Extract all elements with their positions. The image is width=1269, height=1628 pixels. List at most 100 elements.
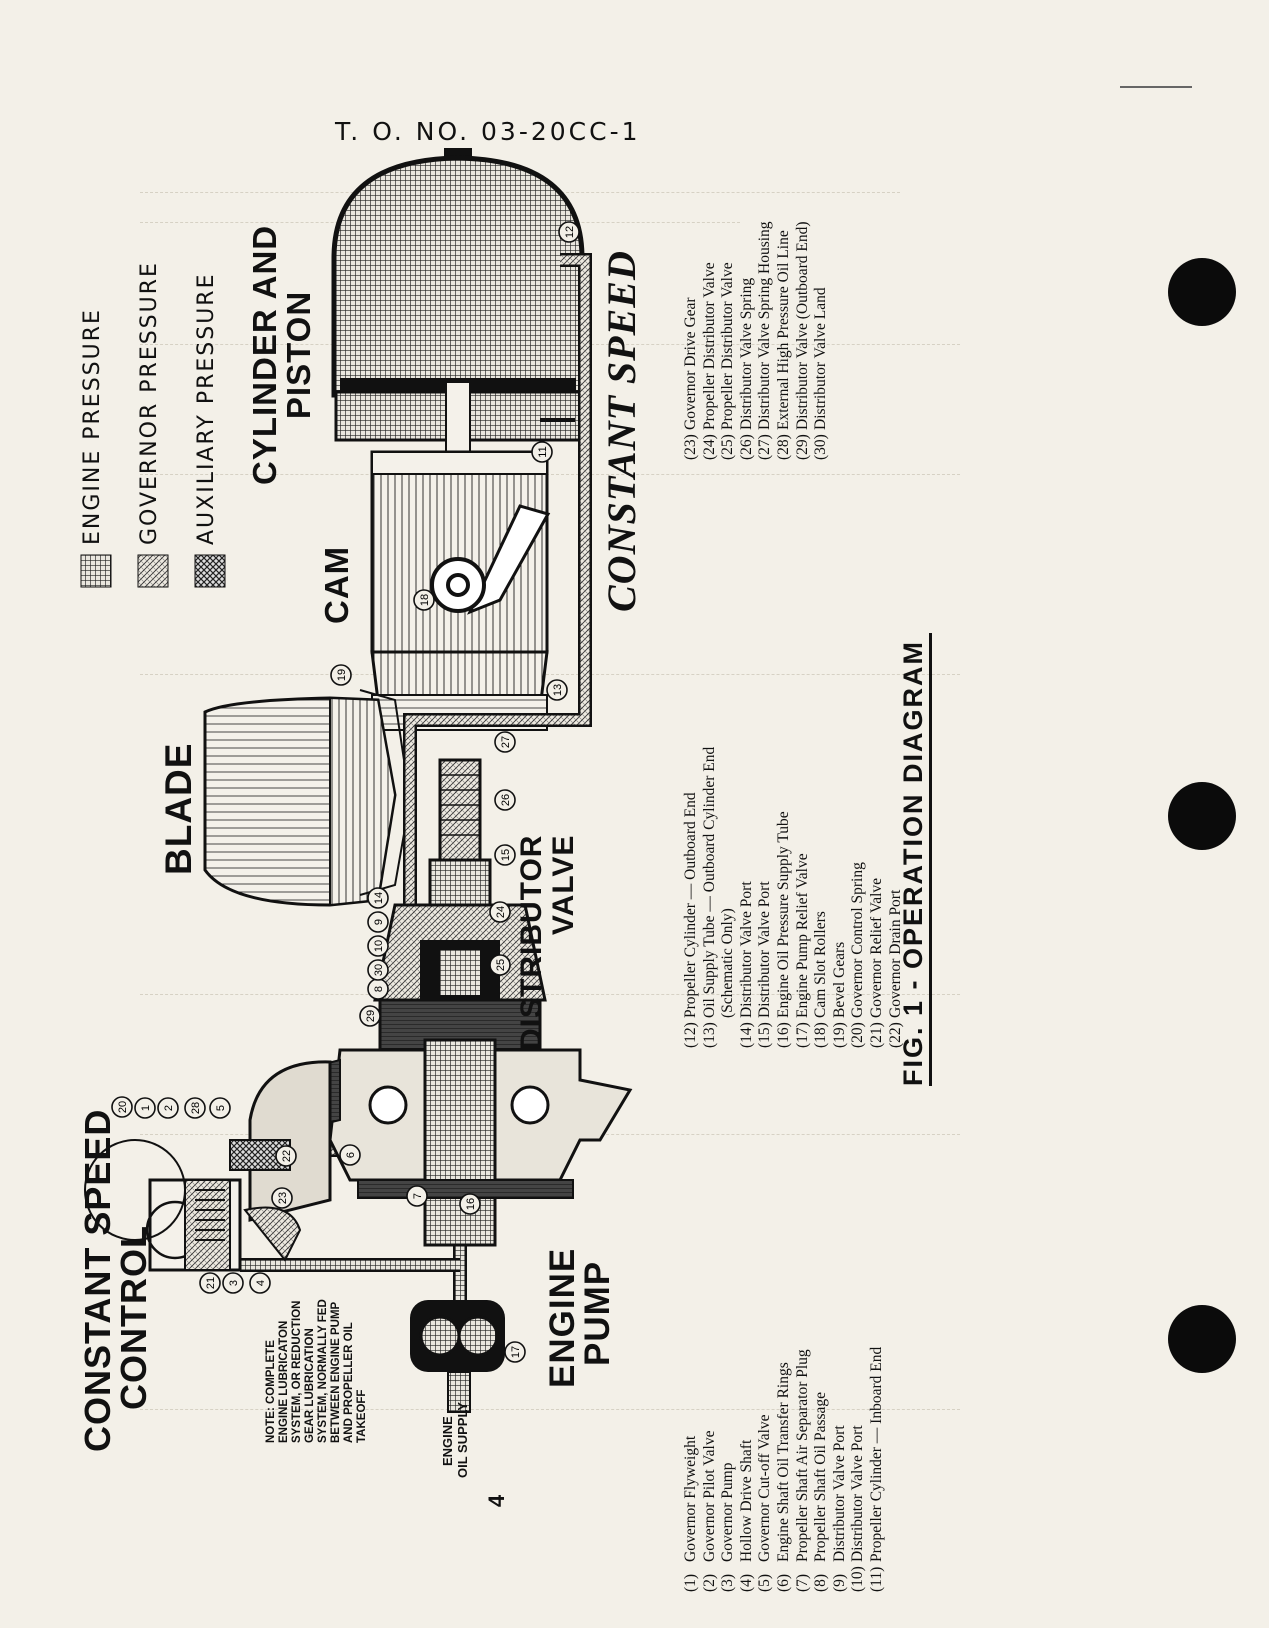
parts-list-item: (16)Engine Oil Pressure Supply Tube: [775, 747, 794, 1048]
label-engine-pump-line1: ENGINE: [543, 1247, 582, 1388]
callout-number: 26: [500, 794, 512, 806]
callout-number: 5: [215, 1105, 227, 1111]
callout-27: 27: [494, 731, 516, 753]
binder-hole-top: [1168, 258, 1236, 326]
part-number: (21): [867, 1022, 885, 1048]
note-line: ENGINE LUBRICATON: [278, 1320, 290, 1443]
callout-number: 2: [163, 1105, 175, 1111]
part-number: (13): [700, 1022, 718, 1048]
label-cam: CAM: [318, 545, 355, 624]
callout-number: 18: [419, 594, 431, 606]
callout-25: 25: [489, 954, 511, 976]
part-number: (12): [682, 1022, 699, 1048]
part-name: Propeller Cylinder — Inboard End: [867, 1346, 885, 1562]
parts-list-item: (21)Governor Relief Valve: [868, 747, 887, 1048]
label-engine-oil-supply-line2: OIL SUPPLY: [455, 1402, 470, 1478]
callout-3: 3: [222, 1272, 244, 1294]
label-constant-speed-control: CONSTANT SPEED CONTROL: [77, 1108, 154, 1452]
part-number: (18): [812, 1022, 830, 1048]
parts-list-item: (18)Cam Slot Rollers: [812, 747, 831, 1048]
label-valve-line: VALVE: [547, 834, 580, 936]
part-name: Distributor Valve Port: [756, 881, 774, 1018]
label-distributor-valve: DISTRIBUTOR VALVE: [515, 834, 580, 1050]
legend-swatches: [80, 554, 226, 588]
label-engine-oil-supply: ENGINE OIL SUPPLY: [440, 1402, 470, 1478]
callout-number: 21: [205, 1277, 217, 1289]
legend-label-auxiliary: AUXILIARY PRESSURE: [194, 272, 219, 546]
parts-list-item: (25) Propeller Distributor Valve: [719, 221, 738, 460]
part-number: (14): [737, 1022, 755, 1048]
callout-number: 14: [373, 892, 385, 904]
part-number: (17): [793, 1022, 811, 1048]
note-line: SYSTEM, OR REDUCTION: [291, 1300, 303, 1443]
part-name: Distributor Valve Land: [812, 287, 830, 430]
callout-9: 9: [367, 911, 389, 933]
callout-number: 4: [255, 1280, 267, 1286]
part-number: (5): [756, 1573, 774, 1592]
part-name: Propeller Cylinder — Outboard End: [682, 792, 699, 1018]
part-number: (23): [682, 434, 699, 460]
parts-list-item: (26)Distributor Valve Spring: [738, 221, 757, 460]
caption-underline: [929, 633, 932, 1086]
note-line: GEAR LUBRICATION: [304, 1328, 316, 1443]
callout-number: 20: [117, 1101, 129, 1113]
callout-29: 29: [359, 1005, 381, 1027]
parts-list-item: (8)Propeller Shaft Oil Passage: [812, 1347, 831, 1592]
part-number: (28): [774, 434, 792, 460]
propeller-hub: [299, 998, 633, 1247]
part-name: Propeller Shaft Oil Passage: [812, 1391, 830, 1562]
part-number: (4): [737, 1573, 755, 1592]
callout-22: 22: [275, 1145, 297, 1167]
corner-pencil-mark: [1120, 86, 1192, 88]
part-number: (25): [719, 434, 737, 460]
note-line: SYSTEM, NORMALLY FED: [317, 1299, 329, 1443]
part-number: (1): [682, 1573, 699, 1592]
label-constant-speed-control-line1: CONSTANT SPEED: [77, 1108, 118, 1452]
label-constant-speed-control-line2: CONTROL: [113, 1225, 154, 1410]
callout-number: 1: [140, 1105, 152, 1111]
part-number: (24): [700, 434, 718, 460]
callout-number: 13: [552, 684, 564, 696]
callout-number: 22: [281, 1150, 293, 1162]
part-name: Engine Pump Relief Valve: [793, 853, 811, 1018]
legend-swatch-governor: [137, 554, 169, 588]
part-number: (29): [793, 434, 811, 460]
binder-hole-bottom: [1168, 1305, 1236, 1373]
label-engine-oil-supply-line1: ENGINE: [440, 1416, 455, 1466]
callout-15: 15: [494, 844, 516, 866]
part-name: Propeller Distributor Valve: [719, 262, 737, 430]
legend-swatch-engine: [80, 554, 112, 588]
parts-list-item: (24)Propeller Distributor Valve: [701, 221, 720, 460]
label-blade: BLADE: [158, 742, 199, 875]
parts-list-item: (4)Hollow Drive Shaft: [738, 1347, 757, 1592]
callout-12: 12: [558, 221, 580, 243]
parts-list-item: (9)Distributor Valve Port: [831, 1347, 850, 1592]
parts-list-item: (28)External High Pressure Oil Line: [775, 221, 794, 460]
parts-list-item: (12) Propeller Cylinder — Outboard End: [682, 747, 701, 1048]
callout-number: 6: [345, 1152, 357, 1158]
callout-17: 17: [504, 1341, 526, 1363]
callout-7: 7: [406, 1185, 428, 1207]
callout-24: 24: [489, 901, 511, 923]
callout-1: 1: [134, 1097, 156, 1119]
callout-16: 16: [459, 1193, 481, 1215]
parts-list-item: (1)Governor Flyweight: [682, 1347, 701, 1592]
callout-19: 19: [330, 664, 352, 686]
part-name: Engine Shaft Oil Transfer Rings: [774, 1362, 792, 1562]
note-line: BETWEEN ENGINE PUMP: [330, 1301, 342, 1443]
callout-number: 12: [564, 226, 576, 238]
callout-number: 8: [373, 986, 385, 992]
callout-23: 23: [271, 1187, 293, 1209]
part-number: (10): [849, 1566, 867, 1592]
parts-list-column-1: (1)Governor Flyweight(2)Governor Pilot V…: [682, 1347, 887, 1592]
part-name: Engine Oil Pressure Supply Tube: [774, 811, 792, 1018]
part-name: Governor Pump: [719, 1462, 737, 1562]
parts-list-item: (5)Governor Cut-off Valve: [756, 1347, 775, 1592]
part-name: Governor Pilot Valve: [700, 1430, 718, 1562]
callout-number: 29: [365, 1010, 377, 1022]
callout-8: 8: [367, 978, 389, 1000]
callout-18: 18: [413, 589, 435, 611]
part-number: (6): [774, 1573, 792, 1592]
part-name: Governor Drive Gear: [682, 297, 699, 430]
